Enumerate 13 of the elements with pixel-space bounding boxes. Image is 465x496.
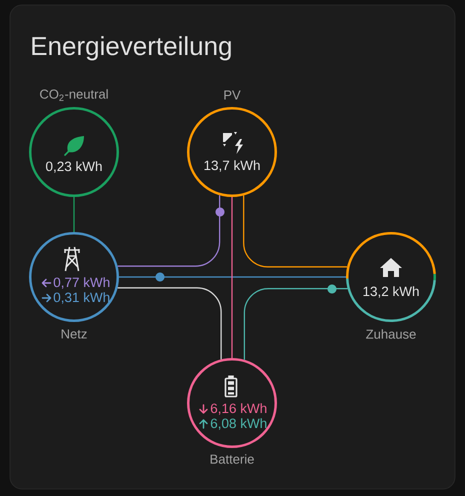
flow-line (73, 197, 75, 232)
title: Energieverteilung (32, 36, 231, 60)
flow-line (243, 195, 348, 268)
flow-line (119, 276, 346, 278)
node-label: PV (224, 90, 241, 100)
flow-line (118, 195, 220, 267)
flow-line (118, 287, 222, 360)
node-label: CO$_{2}$-neutral (40, 89, 108, 101)
flow-line (231, 197, 233, 358)
node-label: Zuhause (366, 329, 416, 339)
node-label: Batterie (210, 454, 254, 464)
flow-line (244, 288, 348, 360)
node-label: Netz (62, 329, 87, 339)
